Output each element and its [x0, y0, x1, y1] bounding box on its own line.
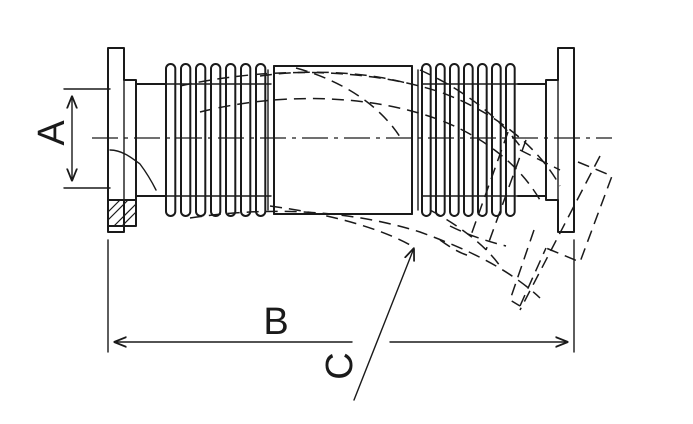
left-bellows: [165, 63, 272, 217]
bellows-convolution: [165, 63, 177, 217]
bellows-convolution: [195, 63, 207, 217]
bellows-convolution: [505, 63, 516, 217]
bellows-convolution: [463, 63, 474, 217]
right-flange: [517, 47, 575, 233]
left-flange: [107, 47, 167, 233]
bellows-convolution: [491, 63, 502, 217]
bellows-convolution: [225, 63, 237, 217]
bellows-convolution: [477, 63, 488, 217]
left-flange-hatch: [107, 199, 137, 227]
dimension-b: B: [107, 239, 575, 353]
bellows-convolution: [210, 63, 222, 217]
bellows-convolution: [180, 63, 192, 217]
bellows-convolution: [449, 63, 460, 217]
bellows-convolution: [255, 63, 267, 217]
dimension-a-label: A: [31, 120, 73, 146]
middle-tube: [267, 65, 419, 215]
bent-position-outline: [179, 67, 613, 311]
dimension-c-label: C: [319, 352, 361, 379]
bellows-convolution: [240, 63, 252, 217]
bellows-convolution: [435, 63, 446, 217]
dimension-c: C: [319, 248, 414, 401]
dimension-a: A: [31, 88, 111, 189]
dimension-b-label: B: [263, 301, 288, 343]
bellows-convolution: [421, 63, 432, 217]
